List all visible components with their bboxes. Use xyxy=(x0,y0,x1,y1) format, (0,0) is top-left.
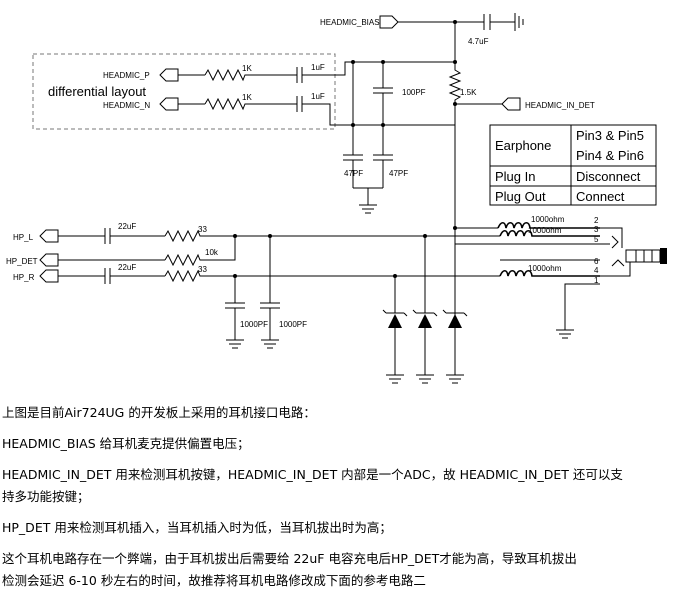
capacitor-47pf-a xyxy=(343,62,363,188)
capacitor-1000pf-b xyxy=(260,236,280,349)
capacitor-n xyxy=(296,96,303,112)
resistor-hp-det xyxy=(58,236,236,267)
hp-r-port: HP_R xyxy=(13,269,59,283)
headmic-bias-label: HEADMIC_BIAS xyxy=(320,18,380,27)
headmic-n-port: HEADMIC_N xyxy=(103,97,179,111)
hp-l-label: HP_L xyxy=(13,233,34,242)
capacitor-47pf-b xyxy=(373,125,393,188)
ground-bias xyxy=(490,13,524,31)
capacitor-47pf-b-value: 47PF xyxy=(389,169,408,178)
headmic-n-label: HEADMIC_N xyxy=(103,101,150,110)
headmic-in-det-port: HEADMIC_IN_DET xyxy=(501,97,595,111)
table-state-plug-out: Plug Out xyxy=(495,189,546,204)
note-drawback-line2: 检测会延迟 6-10 秒左右的时间，故推荐将耳机电路修改成下面的参考电路二 xyxy=(2,573,426,588)
headphone-jack-icon xyxy=(600,227,667,277)
capacitor-100pf xyxy=(373,62,393,125)
capacitor-n-value: 1uF xyxy=(311,92,325,101)
wire-p xyxy=(302,61,455,76)
headmic-p-port: HEADMIC_P xyxy=(103,68,179,82)
note-hp-det: HP_DET 用来检测耳机插入，当耳机插入时为低，当耳机拔出时为高； xyxy=(2,520,392,535)
jack-pin-numbers: 2 3 5 6 4 1 xyxy=(594,216,599,285)
resistor-p xyxy=(178,68,297,82)
capacitor-hp-l xyxy=(58,228,165,244)
pin-1-ground xyxy=(556,283,600,339)
differential-layout-box xyxy=(32,53,336,130)
pin-number: 5 xyxy=(594,235,599,244)
capacitor-1000pf-a-value: 1000PF xyxy=(240,320,268,329)
note-headmic-in-det-line1: HEADMIC_IN_DET 用来检测耳机按键，HEADMIC_IN_DET 内… xyxy=(2,467,623,482)
note-headmic-bias: HEADMIC_BIAS 给耳机麦克提供偏置电压； xyxy=(2,436,250,451)
capacitor-hp-r xyxy=(58,268,165,284)
junction-dot xyxy=(233,234,237,238)
headmic-p-label: HEADMIC_P xyxy=(103,71,150,80)
ground-47pf xyxy=(353,187,383,214)
tvs-diode-3 xyxy=(442,228,468,384)
table-plug-in-value: Disconnect xyxy=(576,169,641,184)
ferrite-bead-3-value: 1000ohm xyxy=(528,264,562,273)
table-state-earphone: Earphone xyxy=(495,138,551,153)
pin-number: 2 xyxy=(594,216,599,225)
resistor-n-value: 1K xyxy=(242,93,252,102)
resistor-n xyxy=(178,97,297,111)
resistor-hp-r-value: 33 xyxy=(198,265,207,274)
resistor-hp-det-value: 10k xyxy=(205,248,219,257)
tvs-diode-1 xyxy=(382,276,408,384)
note-headmic-in-det-line2: 持多功能按键； xyxy=(2,489,90,504)
resistor-hp-l-value: 33 xyxy=(198,225,207,234)
resistor-hp-r xyxy=(164,269,500,283)
capacitor-1000pf-a xyxy=(225,276,245,349)
tvs-diode-2 xyxy=(412,236,438,384)
capacitor-hp-l-value: 22uF xyxy=(118,222,136,231)
hp-det-label: HP_DET xyxy=(6,257,38,266)
differential-layout-label: differential layout xyxy=(48,84,146,99)
capacitor-p xyxy=(296,67,303,83)
table-earphone-line2: Pin4 & Pin6 xyxy=(576,148,644,163)
resistor-pullup-value: 1.5K xyxy=(460,88,477,97)
capacitor-hp-r-value: 22uF xyxy=(118,263,136,272)
junction-dot xyxy=(453,60,457,64)
headmic-in-det-label: HEADMIC_IN_DET xyxy=(525,101,595,110)
pin-number: 6 xyxy=(594,257,599,266)
capacitor-1000pf-b-value: 1000PF xyxy=(279,320,307,329)
junction-dot xyxy=(423,234,427,238)
note-intro: 上图是目前Air724UG 的开发板上采用的耳机接口电路： xyxy=(2,405,316,420)
hp-l-port: HP_L xyxy=(13,229,59,243)
circuit-notes: 上图是目前Air724UG 的开发板上采用的耳机接口电路： HEADMIC_BI… xyxy=(2,402,686,592)
junction-dot xyxy=(393,274,397,278)
pin-state-table: Earphone Pin3 & Pin5 Pin4 & Pin6 Plug In… xyxy=(489,124,657,206)
note-drawback-line1: 这个耳机电路存在一个弊端，由于耳机拔出后需要给 22uF 电容充电后HP_DET… xyxy=(2,551,577,566)
ferrite-bead-3 xyxy=(499,269,600,277)
capacitor-bias xyxy=(483,14,491,30)
hp-r-label: HP_R xyxy=(13,273,35,282)
table-plug-out-value: Connect xyxy=(576,189,625,204)
capacitor-47pf-a-value: 47PF xyxy=(344,169,363,178)
pin-number: 3 xyxy=(594,225,599,234)
hp-det-port: HP_DET xyxy=(6,253,59,267)
junction-dot xyxy=(453,20,457,24)
capacitor-100pf-value: 100PF xyxy=(402,88,426,97)
resistor-p-value: 1K xyxy=(242,64,252,73)
pin-number: 4 xyxy=(594,266,599,275)
wire-n xyxy=(302,103,455,126)
resistor-hp-l xyxy=(164,229,500,243)
ferrite-bead-2-value: 1000ohm xyxy=(528,226,562,235)
table-state-plug-in: Plug In xyxy=(495,169,535,184)
ferrite-bead-2 xyxy=(499,229,600,237)
capacitor-bias-value: 4.7uF xyxy=(468,37,489,46)
ferrite-bead-1 xyxy=(497,221,600,229)
capacitor-p-value: 1uF xyxy=(311,63,325,72)
resistor-pullup xyxy=(448,62,462,125)
pin-number: 1 xyxy=(594,276,599,285)
ferrite-bead-1-value: 1000ohm xyxy=(531,215,565,224)
table-earphone-line1: Pin3 & Pin5 xyxy=(576,128,644,143)
headphone-circuit-schematic: HEADMIC_BIAS 4.7uF differential layout H… xyxy=(6,13,667,384)
headmic-bias-port: HEADMIC_BIAS xyxy=(320,15,399,29)
